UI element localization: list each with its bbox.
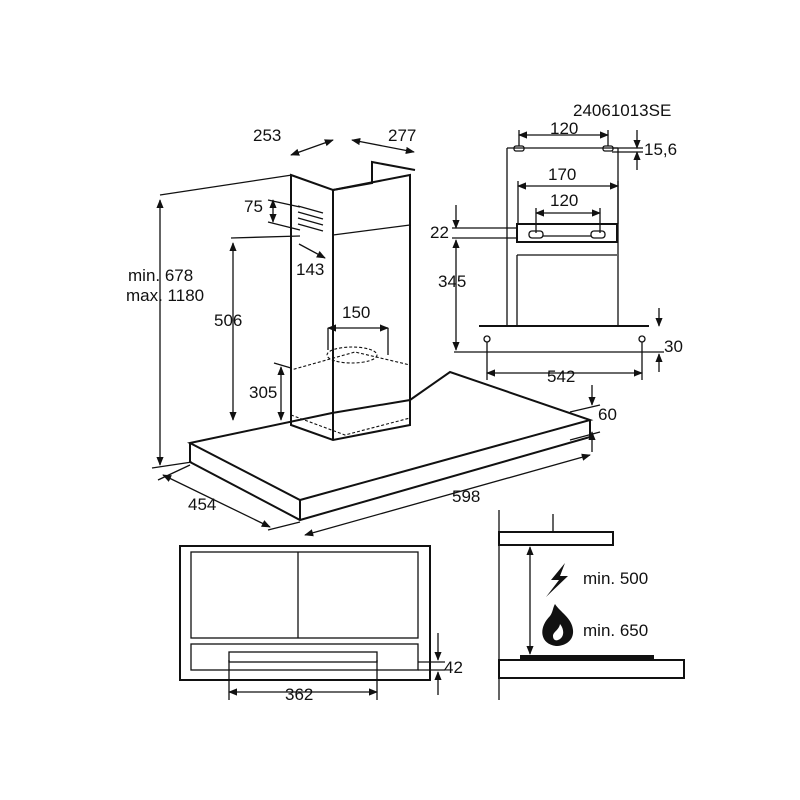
clearance-view: min. 500 min. 650: [498, 510, 685, 700]
chimney-top-step: [332, 160, 416, 191]
hob-profile: [498, 659, 685, 679]
vent-grille: [297, 205, 324, 232]
bottom-holes-label: 542: [547, 367, 575, 386]
bracket-gap-label: 22: [430, 223, 449, 242]
bracket-inner-label: 120: [550, 191, 578, 210]
hood-thickness-label: 60: [598, 405, 617, 424]
hood-outline: [179, 545, 431, 681]
document-code: 24061013SE: [573, 101, 671, 120]
hood-width-label: 598: [452, 487, 480, 506]
hood-isometric-view: 253 277 75 143 min. 678 max. 1180 506 15…: [126, 126, 617, 537]
hood-profile: [498, 531, 614, 546]
bottom-offset-label: 30: [664, 337, 683, 356]
gas-clearance-label: min. 650: [583, 621, 648, 640]
lightning-icon: [546, 563, 568, 597]
chimney-depth-label: 277: [388, 126, 416, 145]
vent-height-label: 75: [244, 197, 263, 216]
top-offset-label: 15,6: [644, 140, 677, 159]
hood-bottom-view: 362 42: [179, 545, 463, 704]
electric-clearance-label: min. 500: [583, 569, 648, 588]
filter-width-label: 362: [285, 685, 313, 704]
flame-icon: [542, 604, 574, 646]
vent-offset-label: 143: [296, 260, 324, 279]
mounting-bracket: [516, 223, 618, 243]
top-holes-label: 120: [550, 119, 578, 138]
outlet-ring: [326, 346, 378, 364]
min-height-label: min. 678: [128, 266, 193, 285]
bracket-height-label: 506: [214, 311, 242, 330]
filter-strip: [228, 651, 378, 663]
wall-bracket-view: 120 15,6 170 120 22 345: [430, 119, 683, 386]
canopy-front: [189, 420, 591, 522]
bracket-outer-label: 170: [548, 165, 576, 184]
filter-depth-label: 42: [444, 658, 463, 677]
chimney-width-label: 253: [253, 126, 281, 145]
hood-depth-label: 454: [188, 495, 216, 514]
outlet-diameter-label: 150: [342, 303, 370, 322]
bracket-height-label-wall: 345: [438, 272, 466, 291]
motor-housing: [290, 351, 411, 436]
max-height-label: max. 1180: [126, 286, 204, 305]
chimney-joint: [332, 224, 411, 236]
outlet-height-label: 305: [249, 383, 277, 402]
cooktop-surface: [520, 655, 654, 661]
